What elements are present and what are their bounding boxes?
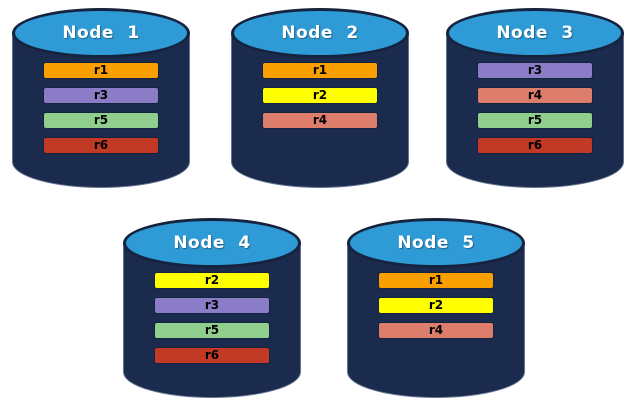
cylinder-body: [347, 243, 525, 398]
record-bar-r4: r4: [262, 112, 378, 129]
cylinder-top: Node 2: [231, 8, 409, 58]
record-bar-r2: r2: [378, 297, 494, 314]
node-4: Node 4 r2 r3 r5 r6: [123, 218, 301, 398]
record-bar-r2: r2: [154, 272, 270, 289]
node-2: Node 2 r1 r2 r4: [231, 8, 409, 188]
record-bar-r5: r5: [154, 322, 270, 339]
node-title: Node 3: [496, 23, 574, 43]
node-title: Node 4: [173, 233, 251, 253]
record-bar-r3: r3: [43, 87, 159, 104]
cylinder-top: Node 3: [446, 8, 624, 58]
cylinder-top: Node 5: [347, 218, 525, 268]
record-bar-r2: r2: [262, 87, 378, 104]
node-3: Node 3 r3 r4 r5 r6: [446, 8, 624, 188]
record-bar-r5: r5: [477, 112, 593, 129]
record-bar-r6: r6: [154, 347, 270, 364]
record-list: r1 r3 r5 r6: [12, 62, 190, 162]
record-bar-r6: r6: [477, 137, 593, 154]
record-list: r2 r3 r5 r6: [123, 272, 301, 372]
node-title: Node 2: [281, 23, 359, 43]
record-bar-r1: r1: [378, 272, 494, 289]
record-bar-r1: r1: [262, 62, 378, 79]
cylinder-body: [12, 33, 190, 188]
cylinder-body: [123, 243, 301, 398]
cylinder-body: [231, 33, 409, 188]
node-title: Node 5: [397, 233, 475, 253]
record-bar-r3: r3: [477, 62, 593, 79]
node-5: Node 5 r1 r2 r4: [347, 218, 525, 398]
cylinder-top: Node 1: [12, 8, 190, 58]
record-list: r3 r4 r5 r6: [446, 62, 624, 162]
record-bar-r4: r4: [477, 87, 593, 104]
cylinder-top: Node 4: [123, 218, 301, 268]
record-bar-r5: r5: [43, 112, 159, 129]
record-bar-r4: r4: [378, 322, 494, 339]
record-list: r1 r2 r4: [231, 62, 409, 137]
node-title: Node 1: [62, 23, 140, 43]
record-list: r1 r2 r4: [347, 272, 525, 347]
node-1: Node 1 r1 r3 r5 r6: [12, 8, 190, 188]
cylinder-body: [446, 33, 624, 188]
record-bar-r3: r3: [154, 297, 270, 314]
record-bar-r1: r1: [43, 62, 159, 79]
record-bar-r6: r6: [43, 137, 159, 154]
